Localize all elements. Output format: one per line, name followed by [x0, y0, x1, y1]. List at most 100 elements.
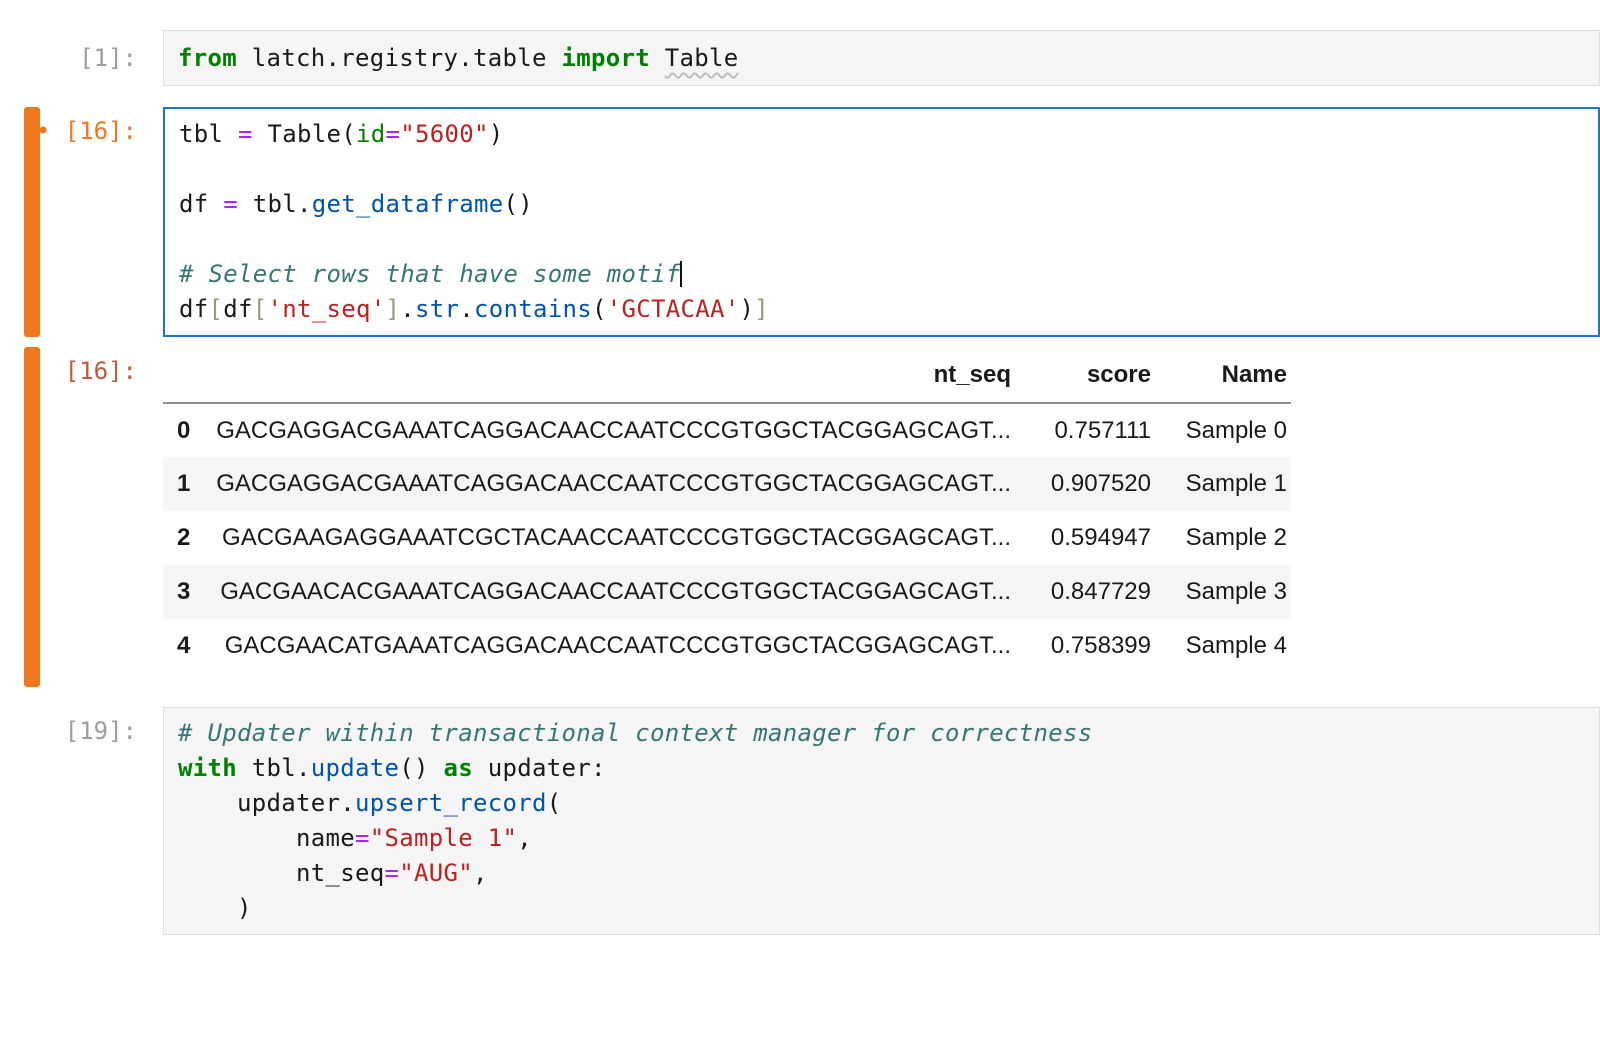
input-prompt: [1]:: [0, 30, 163, 86]
cell-name: Sample 2: [1185, 524, 1287, 551]
code-token-plain: Table(: [252, 120, 356, 148]
code-token-keyword: from: [178, 44, 237, 72]
cell-nt-seq: GACGAGGACGAAATCAGGACAACCAATCCCGTGGCTACGG…: [216, 470, 1011, 497]
code-token-operator: =: [238, 120, 253, 148]
dataframe-table: nt_seq score Name 0 GACGAGGACGAAATCAGGAC…: [163, 347, 1291, 673]
column-header-nt-seq: nt_seq: [215, 347, 1015, 404]
table-row: 4 GACGAACATGAAATCAGGACAACCAATCCCGTGGCTAC…: [163, 619, 1291, 673]
code-token-bracket: ]: [754, 295, 769, 323]
input-prompt: [19]:: [0, 707, 163, 935]
code-token-property: update: [310, 754, 400, 782]
output-prompt: [16]:: [0, 347, 163, 687]
code-token-string: "5600": [400, 120, 489, 148]
code-token-plain: df: [223, 295, 253, 323]
code-token-property: str: [415, 295, 460, 323]
cell-name: Sample 0: [1185, 416, 1287, 444]
code-editor-update[interactable]: # Updater within transactional context m…: [163, 707, 1600, 935]
code-token-keyword: with: [178, 754, 237, 782]
code-token-plain: ): [488, 120, 504, 148]
code-line: name="Sample 1",: [178, 821, 1599, 856]
index-column-header: [163, 347, 215, 404]
code-token-plain: tbl.: [238, 190, 312, 218]
code-token-string: "AUG": [399, 859, 473, 887]
row-index: 0: [177, 416, 191, 444]
output-area: nt_seq score Name 0 GACGAGGACGAAATCAGGAC…: [163, 347, 1600, 687]
code-token-plain: (: [592, 295, 607, 323]
code-cell-query: • [16]: tbl = Table(id="5600") df = tbl.…: [0, 107, 1600, 337]
column-header-name: Name: [1155, 347, 1291, 404]
code-line: updater.upsert_record(: [178, 786, 1599, 821]
table-header-row: nt_seq score Name: [163, 347, 1291, 404]
code-cell-update: [19]: # Updater within transactional con…: [0, 707, 1600, 935]
code-token-plain: (): [503, 190, 533, 218]
code-token-plain: nt_seq: [178, 859, 385, 887]
code-line: # Select rows that have some motif: [179, 257, 1598, 292]
table-row: 2 GACGAAGAGGAAATCGCTACAACCAATCCCGTGGCTAC…: [163, 511, 1291, 565]
row-index: 1: [177, 470, 191, 497]
code-token-operator: =: [385, 120, 401, 148]
code-token-comment: # Updater within transactional context m…: [178, 719, 1093, 747]
column-header-score: score: [1015, 347, 1155, 404]
cell-name: Sample 4: [1185, 632, 1287, 659]
code-token-plain: latch.registry.table: [237, 44, 562, 72]
code-token-string: "Sample 1": [369, 824, 518, 852]
code-token-bracket: [: [208, 295, 224, 323]
code-token-plain: (): [399, 754, 444, 782]
code-token-spellcheck: Table: [664, 44, 739, 72]
cell-nt-seq: GACGAACATGAAATCAGGACAACCAATCCCGTGGCTACGG…: [224, 632, 1011, 659]
code-token-property: get_dataframe: [311, 190, 504, 218]
code-token-plain: ,: [473, 859, 488, 887]
cell-name: Sample 1: [1185, 470, 1287, 497]
code-token-string: 'nt_seq': [267, 295, 386, 323]
code-token-operator: =: [384, 859, 400, 887]
code-line: [179, 152, 1598, 187]
cell-nt-seq: GACGAGGACGAAATCAGGACAACCAATCCCGTGGCTACGG…: [216, 416, 1011, 444]
code-line: nt_seq="AUG",: [178, 856, 1599, 891]
code-token-bracket: [: [252, 295, 268, 323]
selected-cell-bar[interactable]: [24, 107, 40, 337]
code-token-plain: updater.: [178, 789, 355, 817]
code-token-bracket: ]: [385, 295, 401, 323]
selected-cell-bar[interactable]: [24, 347, 40, 687]
table-row: 3 GACGAACACGAAATCAGGACAACCAATCCCGTGGCTAC…: [163, 565, 1291, 619]
code-token-builtin: id: [356, 120, 386, 148]
code-line: df[df['nt_seq'].str.contains('GCTACAA')]: [179, 292, 1598, 327]
cell-score: 0.758399: [1050, 632, 1151, 659]
code-token-plain: df: [179, 295, 209, 323]
code-token-property: contains: [474, 295, 592, 323]
table-row: 0 GACGAGGACGAAATCAGGACAACCAATCCCGTGGCTAC…: [163, 403, 1291, 457]
output-cell-query: [16]: nt_seq score Name 0 GACGAGGACGAAAT…: [0, 347, 1600, 687]
code-token-plain: .: [400, 295, 415, 323]
code-token-operator: =: [223, 190, 238, 218]
code-token-string: 'GCTACAA': [606, 295, 740, 323]
code-token-comment: # Select rows that have some motif: [179, 260, 681, 288]
cell-nt-seq: GACGAACACGAAATCAGGACAACCAATCCCGTGGCTACGG…: [220, 578, 1011, 605]
cell-score: 0.847729: [1050, 578, 1151, 605]
code-token-keyword: import: [561, 44, 650, 72]
code-token-property: upsert_record: [355, 789, 547, 817]
row-index: 2: [177, 524, 191, 551]
code-editor-import[interactable]: from latch.registry.table import Table: [163, 30, 1600, 86]
input-prompt-label: • [16]:: [35, 117, 137, 145]
cell-score: 0.757111: [1054, 416, 1151, 444]
input-prompt-label: [19]:: [64, 717, 137, 745]
code-line: ): [178, 891, 1599, 926]
notebook: [1]: from latch.registry.table import Ta…: [0, 30, 1600, 935]
code-token-plain: updater:: [473, 754, 606, 782]
code-token-plain: name: [178, 824, 355, 852]
code-token-plain: ): [178, 894, 252, 922]
code-line: # Updater within transactional context m…: [178, 716, 1599, 751]
code-token-keyword: as: [443, 754, 473, 782]
code-line: tbl = Table(id="5600"): [179, 117, 1598, 152]
code-line: df = tbl.get_dataframe(): [179, 187, 1598, 222]
input-prompt: • [16]:: [0, 107, 163, 337]
code-editor-query[interactable]: tbl = Table(id="5600") df = tbl.get_data…: [163, 107, 1600, 337]
code-token-plain: .: [459, 295, 474, 323]
output-prompt-label: [16]:: [64, 357, 137, 385]
code-token-plain: tbl.: [237, 754, 311, 782]
code-cell-import: [1]: from latch.registry.table import Ta…: [0, 30, 1600, 86]
code-token-plain: df: [179, 190, 224, 218]
input-prompt-label: [1]:: [79, 44, 137, 72]
code-token-plain: ,: [517, 824, 532, 852]
code-line: from latch.registry.table import Table: [178, 44, 1599, 72]
